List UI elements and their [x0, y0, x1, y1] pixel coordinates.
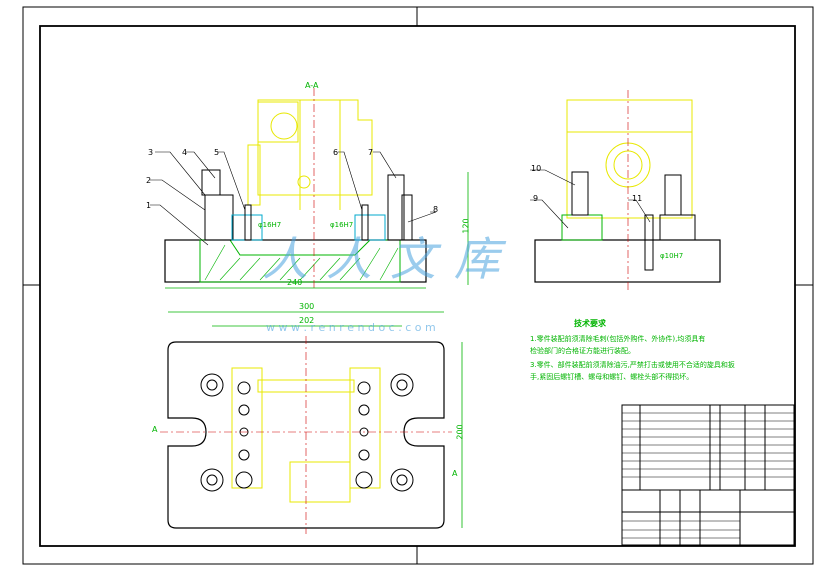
balloon-8: 8: [433, 205, 439, 214]
watermark-text: 人人文库: [262, 232, 518, 286]
balloon-5: 5: [214, 148, 220, 157]
side-leader-lines: [530, 169, 651, 229]
balloon-2: 2: [146, 176, 152, 185]
dim-202: 202: [299, 316, 315, 325]
side-view: [530, 90, 721, 290]
balloon-11: 11: [632, 194, 643, 203]
balloon-1: 1: [146, 201, 152, 210]
dim-300: 300: [299, 302, 315, 311]
fit-left: φ16H7: [258, 221, 282, 229]
right-support: [401, 194, 413, 241]
plan-bolts: [200, 373, 414, 492]
dim-200: 200: [455, 424, 465, 440]
notes-line-3: 3.零件、部件装配前须清除油污,严禁打击或使用不合适的旋具和扳: [530, 361, 735, 369]
balloon-9: 9: [533, 194, 539, 203]
fit-side: φ10H7: [660, 252, 684, 260]
zone-marks: [23, 7, 813, 564]
section-label: A-A: [305, 81, 319, 90]
balloon-6: 6: [333, 148, 339, 157]
left-bolt-head: [201, 169, 221, 196]
watermark-url: w w w . r e n r e n d o c . c o m: [266, 321, 436, 334]
right-pin: [361, 204, 369, 241]
right-stud: [387, 174, 405, 241]
plan-rail-bottom: [289, 461, 351, 503]
notes-title: 技术要求: [574, 319, 606, 328]
side-right-support: [659, 214, 696, 241]
left-support: [204, 194, 234, 241]
balloon-3: 3: [148, 148, 154, 157]
title-block: [621, 404, 795, 546]
plan-view: [160, 311, 463, 534]
inner-frame: [39, 25, 796, 547]
side-base: [534, 239, 721, 283]
plan-left-block: [231, 367, 263, 489]
right-clamp-plate: [354, 214, 386, 241]
side-pin: [644, 214, 654, 271]
side-clamp-section: [561, 214, 603, 241]
section-marker-right: A: [452, 469, 458, 478]
notes-line-1: 1.零件装配前须清除毛刺(包括外购件、外协件),均须具有: [530, 335, 706, 343]
section-hatch: [204, 244, 399, 281]
side-right-stud: [664, 174, 682, 216]
notes-line-4: 手,紧固后螺钉槽、螺母和螺钉、螺栓头部不得损坏。: [530, 373, 694, 381]
leader-lines: [150, 151, 437, 246]
workpiece-phantom: [247, 99, 373, 210]
left-pin: [244, 204, 252, 241]
dim-240: 240: [287, 278, 303, 287]
section-marker-left: A: [152, 425, 158, 434]
balloon-4: 4: [182, 148, 188, 157]
front-section-view: [150, 88, 469, 290]
side-left-stud: [571, 171, 589, 216]
balloon-10: 10: [531, 164, 542, 173]
title-block-rows: [622, 412, 794, 539]
notes-line-2: 检验部门的合格证方能进行装配。: [530, 347, 635, 355]
balloon-7: 7: [368, 148, 374, 157]
fit-right: φ16H7: [330, 221, 354, 229]
plan-base-outline: [167, 341, 445, 529]
